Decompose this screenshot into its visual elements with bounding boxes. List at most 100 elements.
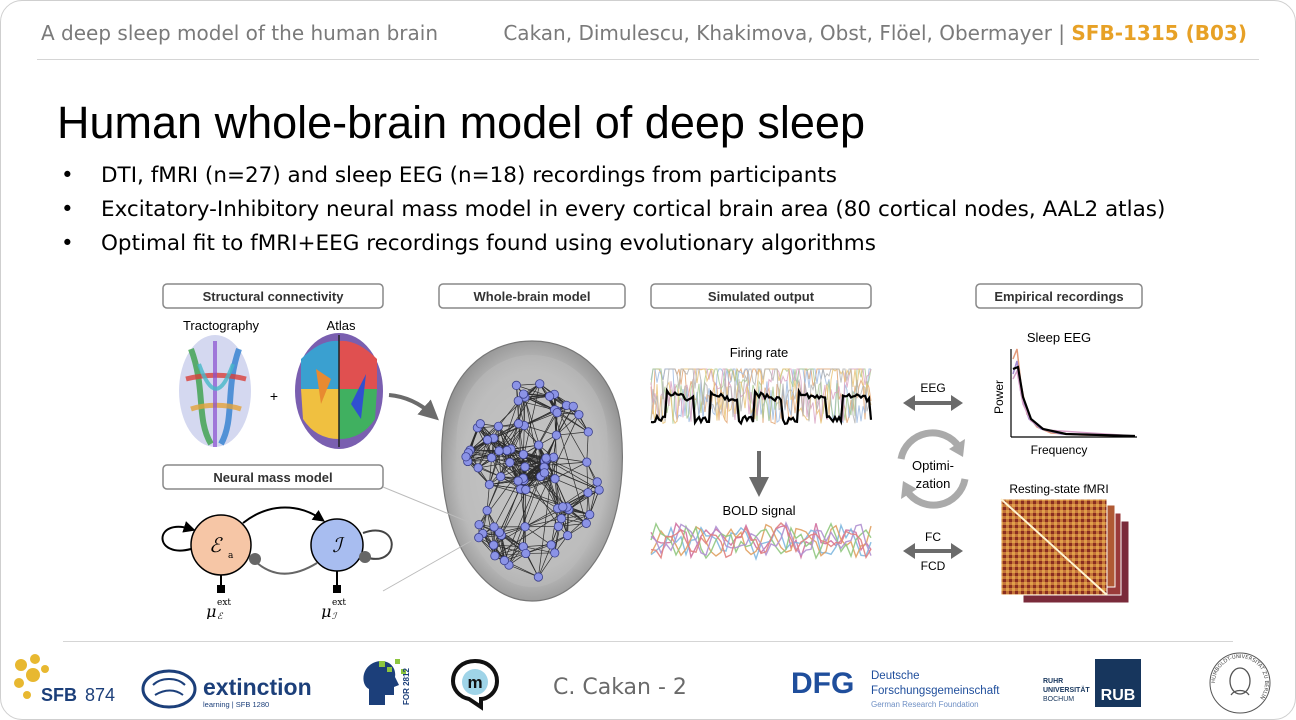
brain-node (582, 457, 592, 467)
brain-node (583, 488, 593, 498)
dfg-line-3: German Research Foundation (871, 700, 979, 709)
ruhr-line-1: RUHR (1043, 678, 1063, 685)
footer-divider (63, 641, 1233, 642)
bullet-list: •DTI, fMRI (n=27) and sleep EEG (n=18) r… (61, 159, 1165, 261)
for2812-logo: FOR 2812 (363, 659, 411, 705)
dfg-line-1: Deutsche (871, 670, 920, 682)
brain-edge (554, 478, 568, 508)
brain-edge (498, 423, 519, 452)
brain-node (502, 445, 512, 456)
brain-node (534, 440, 544, 450)
brain-edge (498, 426, 559, 527)
neural-mass-diagram: ℰ a ℐ μ ext ℰ μ ext ℐ (161, 506, 393, 619)
brain-node (482, 435, 493, 445)
eeg-double-arrow (903, 395, 963, 411)
brain-edge (561, 492, 589, 519)
brain-node (484, 479, 495, 490)
firing-trace (650, 368, 872, 424)
brain-edge (520, 489, 526, 527)
brain-edge (489, 450, 500, 485)
firing-rate-label: Firing rate (730, 345, 789, 360)
exc-subscript: a (228, 551, 234, 561)
brain-edge (518, 423, 524, 455)
brain-node (518, 389, 529, 399)
brain-node (494, 446, 504, 456)
extinction-subtext: learning | SFB 1280 (203, 700, 269, 709)
brain-edge (538, 552, 556, 578)
brain-edge (554, 478, 564, 507)
rub-logo: RUHR UNIVERSITÄT BOCHUM RUB (1043, 659, 1141, 707)
brain-edge (489, 484, 568, 508)
brain-edge (516, 385, 550, 397)
atlas-image (295, 333, 383, 449)
box-neural-mass-model: Neural mass model (162, 464, 384, 490)
slide-title: Human whole-brain model of deep sleep (57, 97, 865, 148)
brain-edge (556, 431, 589, 436)
box-whole-brain-model: Whole-brain model (438, 283, 626, 309)
brain-edge (549, 396, 587, 524)
brain-node (518, 449, 529, 460)
m-logo: m (450, 658, 500, 711)
brain-node (594, 485, 604, 495)
brain-node (556, 513, 567, 524)
mu-e: μ (206, 602, 216, 619)
brain-node (499, 555, 509, 566)
mu-i: μ (321, 602, 331, 619)
page-number: C. Cakan - 2 (553, 675, 687, 700)
optimization-label-1: Optimi- (912, 458, 954, 473)
brain-edge (489, 480, 519, 485)
bullet-text: Excitatory-Inhibitory neural mass model … (101, 197, 1166, 222)
brain-node (490, 551, 500, 561)
sfb874-number: 874 (85, 685, 115, 705)
brain-edge (524, 412, 558, 426)
brain-node (513, 396, 523, 406)
brain-node (513, 419, 524, 429)
for2812-text: FOR 2812 (402, 668, 411, 705)
brain-node (558, 502, 568, 512)
bullet-dot: • (61, 231, 74, 256)
brain-edge (556, 412, 589, 433)
brain-edge (524, 526, 552, 546)
brain-node (574, 410, 584, 420)
brain-node (521, 485, 531, 495)
brain-node (505, 457, 515, 468)
dfg-logo: DFG Deutsche Forschungsgemeinschaft Germ… (791, 667, 1000, 709)
brain-edge (467, 461, 501, 477)
box-structural-connectivity: Structural connectivity (162, 283, 384, 309)
brain-node (551, 430, 562, 440)
exc-symbol: ℰ (209, 533, 223, 557)
tractography-label: Tractography (183, 318, 260, 333)
dfg-letters: DFG (791, 667, 854, 700)
brain-node (550, 474, 560, 484)
plus-sign: + (270, 388, 278, 404)
box-neural-mass-label: Neural mass model (213, 470, 332, 485)
bullet-item: • Optimal fit to fMRI+EEG recordings foun… (61, 227, 1165, 261)
brain-edge (524, 489, 527, 527)
ruhr-line-3: BOCHUM (1043, 696, 1074, 703)
sfb874-text: SFB (41, 685, 77, 705)
resting-fmri-label: Resting-state fMRI (1009, 482, 1108, 496)
brain-edge (489, 400, 519, 485)
eeg-label: EEG (920, 381, 945, 395)
firing-trace (650, 368, 872, 424)
brain-node (496, 472, 506, 482)
header-divider (37, 59, 1259, 60)
brain-node (550, 548, 560, 558)
brain-edge (561, 514, 590, 519)
brain-edge (498, 400, 519, 427)
mu-i-ext: ext (332, 598, 346, 608)
bullet-text: Optimal fit to fMRI+EEG recordings found… (101, 231, 876, 256)
bullet-dot: • (61, 197, 74, 222)
brain-edge (538, 412, 558, 446)
m-logo-letter: m (467, 673, 482, 692)
zoom-line (382, 540, 472, 592)
whole-brain-image (441, 340, 623, 602)
header-author-list: Cakan, Dimulescu, Khakimova, Obst, Flöel… (503, 21, 1072, 45)
fc-double-arrow (903, 543, 963, 559)
frequency-axis-label: Frequency (1031, 443, 1088, 457)
brain-node (474, 533, 484, 543)
brain-edge (524, 508, 558, 528)
box-empirical-recordings: Empirical recordings (975, 283, 1143, 309)
ruhr-line-2: UNIVERSITÄT (1043, 686, 1090, 694)
bullet-item: • Excitatory-Inhibitory neural mass model… (61, 193, 1165, 227)
